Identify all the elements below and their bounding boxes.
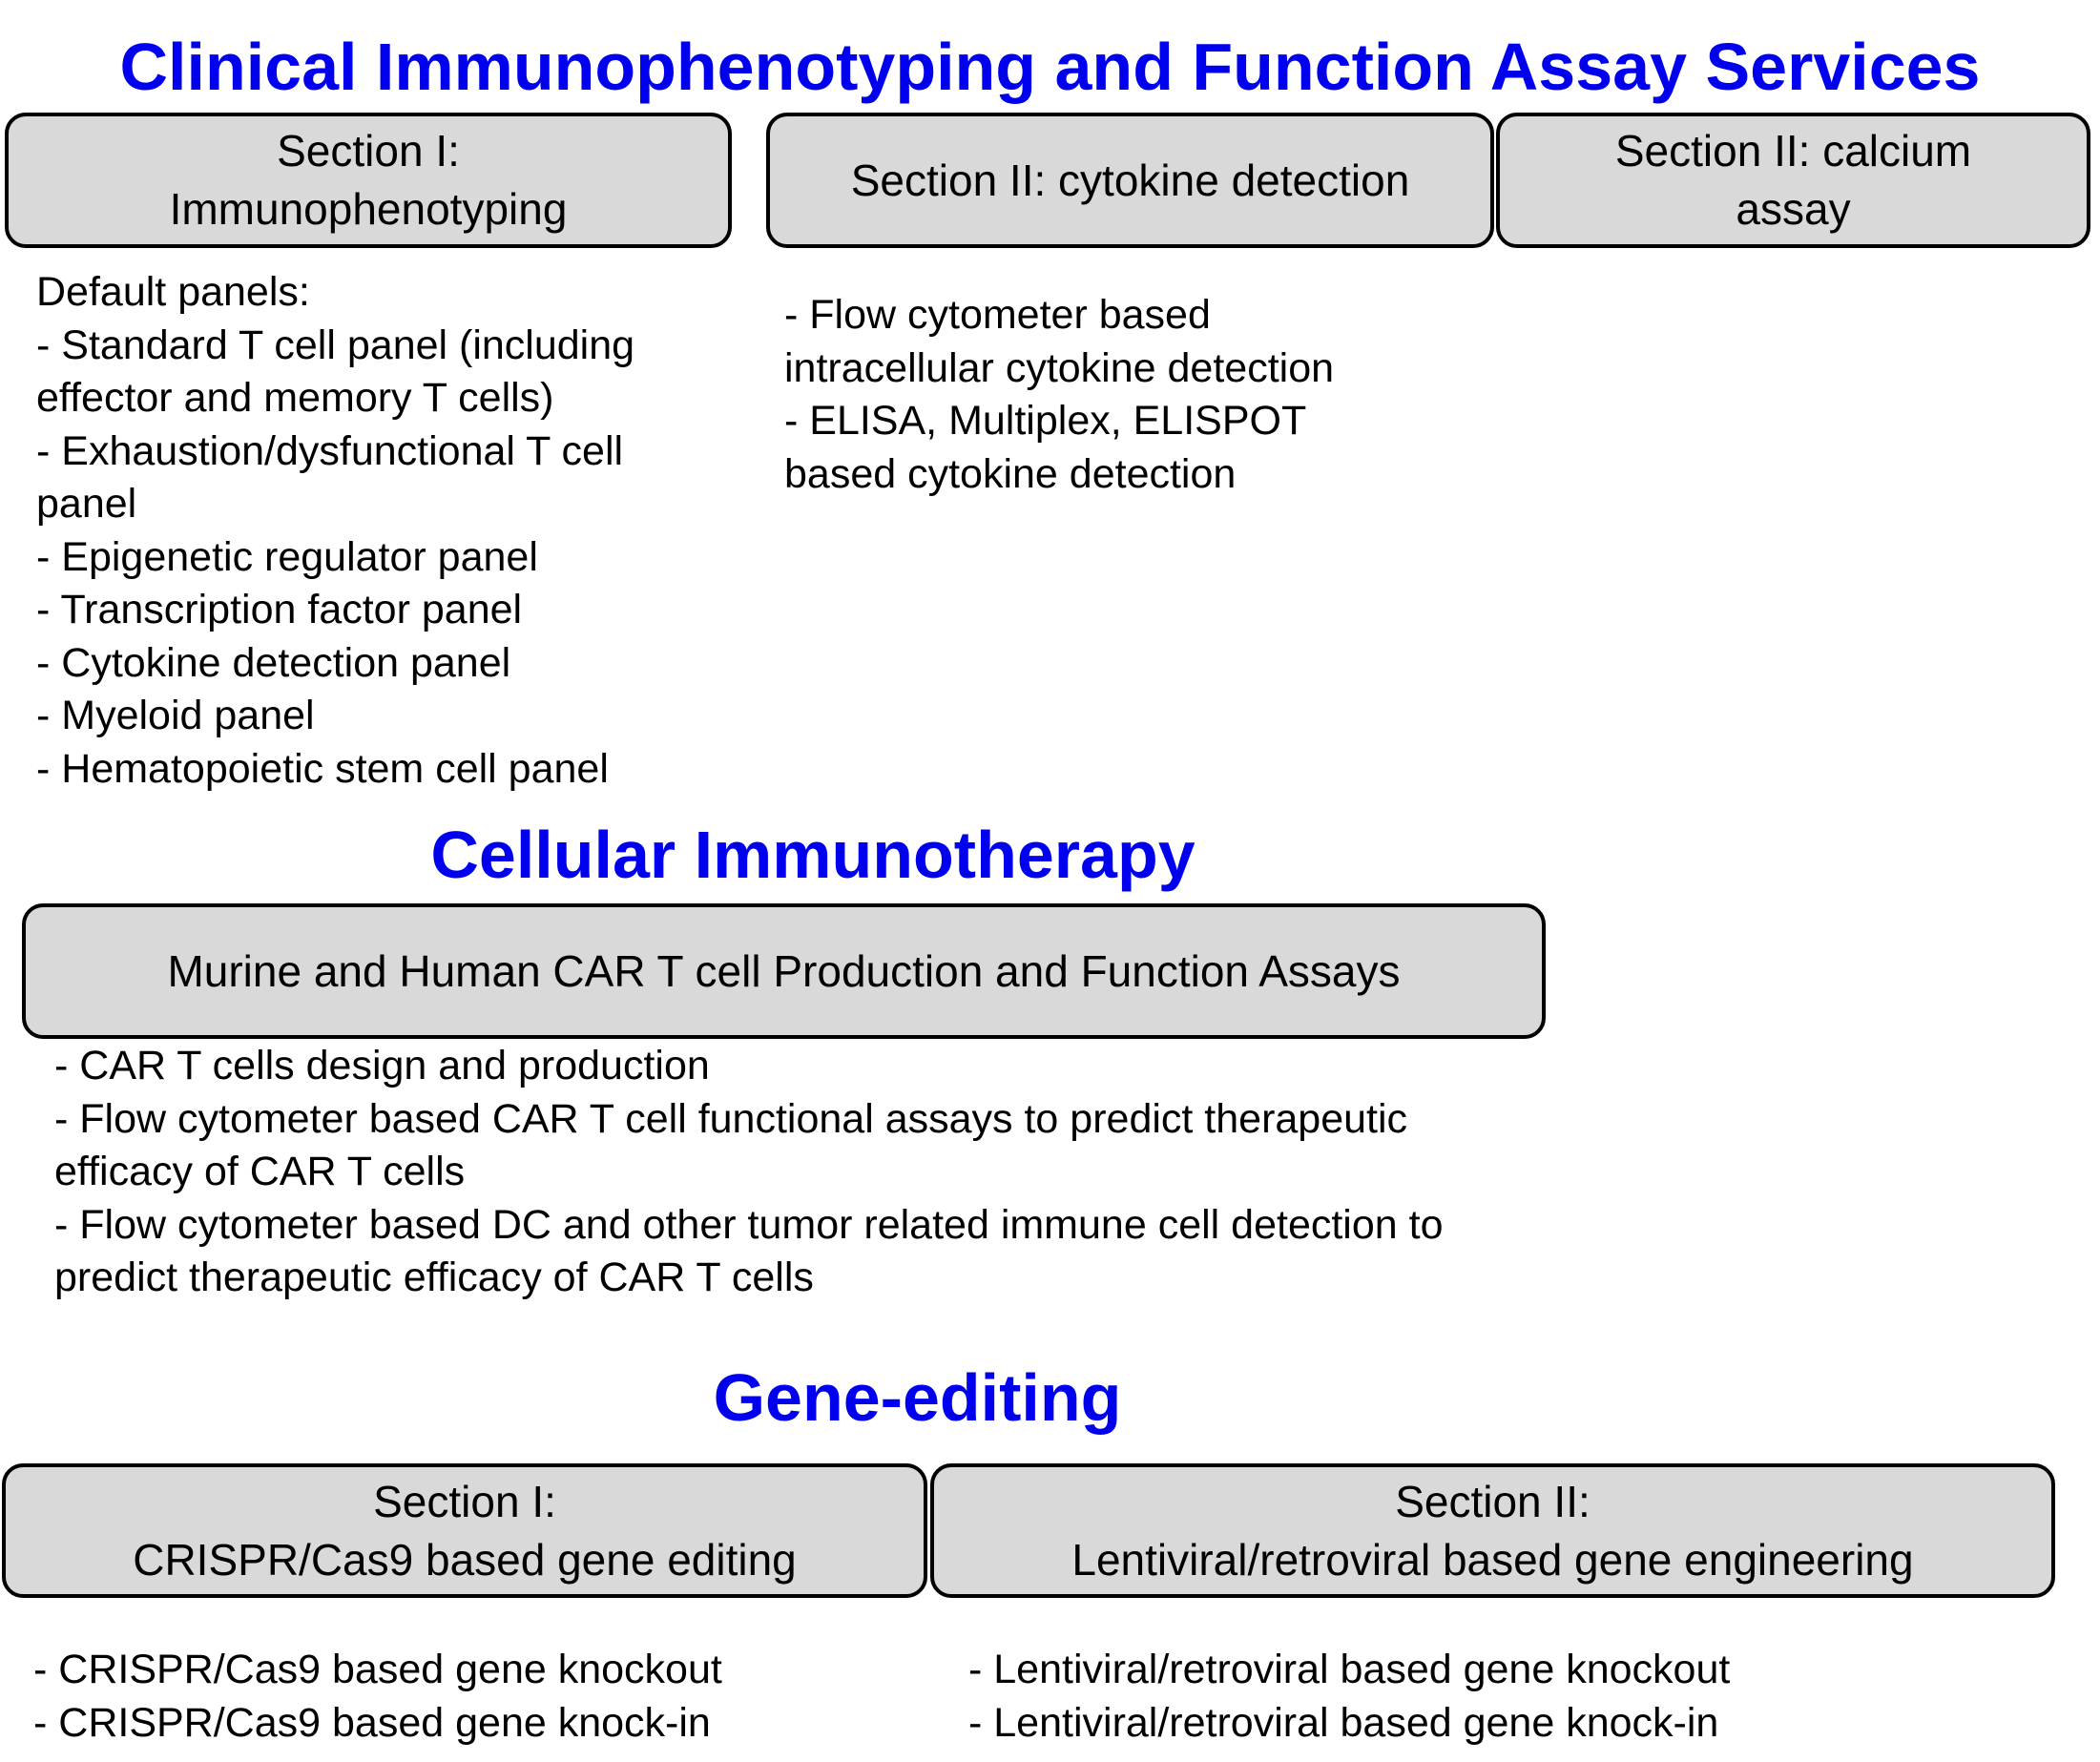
lentiviral-box: Section II: Lentiviral/retroviral based g… [930, 1463, 2055, 1598]
cytokine-detection-list: - Flow cytometer based intracellular cyto… [784, 289, 1334, 501]
box-label-line: Section I: [277, 126, 460, 176]
calcium-assay-label: Section II: calcium assay [1615, 122, 1971, 238]
box-label-line: Section II: calcium [1614, 126, 1972, 176]
box-label-line: Section I: [373, 1476, 556, 1526]
box-label-line: Section II: [1395, 1476, 1591, 1526]
box-label-line: Murine and Human CAR T cell Production a… [167, 945, 1401, 996]
cytokine-detection-box: Section II: cytokine detection [766, 113, 1494, 248]
car-t-list: - CAR T cells design and production - Flo… [54, 1040, 1444, 1305]
lentiviral-list: - Lentiviral/retroviral based gene knock… [968, 1644, 1730, 1750]
box-label-line: Section II: cytokine detection [850, 155, 1410, 205]
list-item: - Flow cytometer based DC and other tumo… [54, 1201, 1444, 1248]
gene-editing-title: Gene-editing [713, 1360, 1122, 1435]
list-item: - CRISPR/Cas9 based gene knockout [33, 1647, 722, 1692]
clinical-services-title: Clinical Immunophenotyping and Function … [119, 30, 1981, 104]
list-item: intracellular cytokine detection [784, 344, 1335, 391]
box-label-line: assay [1736, 184, 1851, 234]
box-label-line: Lentiviral/retroviral based gene enginee… [1071, 1534, 1914, 1585]
list-item: - Epigenetic regulator panel [36, 533, 538, 580]
list-item: - Lentiviral/retroviral based gene knock… [968, 1699, 1719, 1746]
list-item: - Transcription factor panel [36, 587, 523, 632]
list-item: - Myeloid panel [36, 693, 315, 738]
cytokine-detection-label: Section II: cytokine detection [851, 152, 1410, 210]
list-item: - Flow cytometer based [784, 292, 1211, 338]
immunophenotyping-list: Default panels: - Standard T cell panel (… [36, 266, 634, 796]
list-item: - Flow cytometer based CAR T cell functi… [54, 1095, 1408, 1142]
list-item: - Exhaustion/dysfunctional T cell [36, 427, 624, 474]
box-label-line: CRISPR/Cas9 based gene editing [133, 1534, 797, 1585]
list-item: - Cytokine detection panel [36, 639, 511, 686]
list-item: - Standard T cell panel (including [36, 321, 635, 368]
car-t-label: Murine and Human CAR T cell Production a… [167, 943, 1400, 1001]
list-item: panel [36, 481, 137, 527]
list-item: - Lentiviral/retroviral based gene knock… [968, 1647, 1731, 1692]
list-item: based cytokine detection [784, 450, 1237, 497]
immunophenotyping-box: Section I: Immunophenotyping [5, 113, 732, 248]
list-item: efficacy of CAR T cells [54, 1149, 466, 1194]
car-t-box: Murine and Human CAR T cell Production a… [22, 903, 1546, 1039]
box-label-line: Immunophenotyping [169, 184, 568, 234]
crispr-list: - CRISPR/Cas9 based gene knockout - CRISP… [33, 1644, 722, 1750]
list-item: - CRISPR/Cas9 based gene knock-in [33, 1699, 711, 1746]
list-item: - ELISA, Multiplex, ELISPOT [784, 398, 1307, 444]
cellular-immunotherapy-title: Cellular Immunotherapy [430, 818, 1196, 892]
crispr-box: Section I: CRISPR/Cas9 based gene editing [2, 1463, 927, 1598]
list-item: - CAR T cells design and production [54, 1043, 710, 1088]
list-item: predict therapeutic efficacy of CAR T ce… [54, 1254, 814, 1300]
immunophenotyping-label: Section I: Immunophenotyping [170, 122, 568, 238]
list-item: Default panels: [36, 269, 310, 315]
calcium-assay-box: Section II: calcium assay [1496, 113, 2090, 248]
lentiviral-label: Section II: Lentiviral/retroviral based g… [1071, 1473, 1913, 1589]
list-item: effector and memory T cells) [36, 375, 554, 421]
list-item: - Hematopoietic stem cell panel [36, 745, 609, 792]
crispr-label: Section I: CRISPR/Cas9 based gene editing [133, 1473, 797, 1589]
